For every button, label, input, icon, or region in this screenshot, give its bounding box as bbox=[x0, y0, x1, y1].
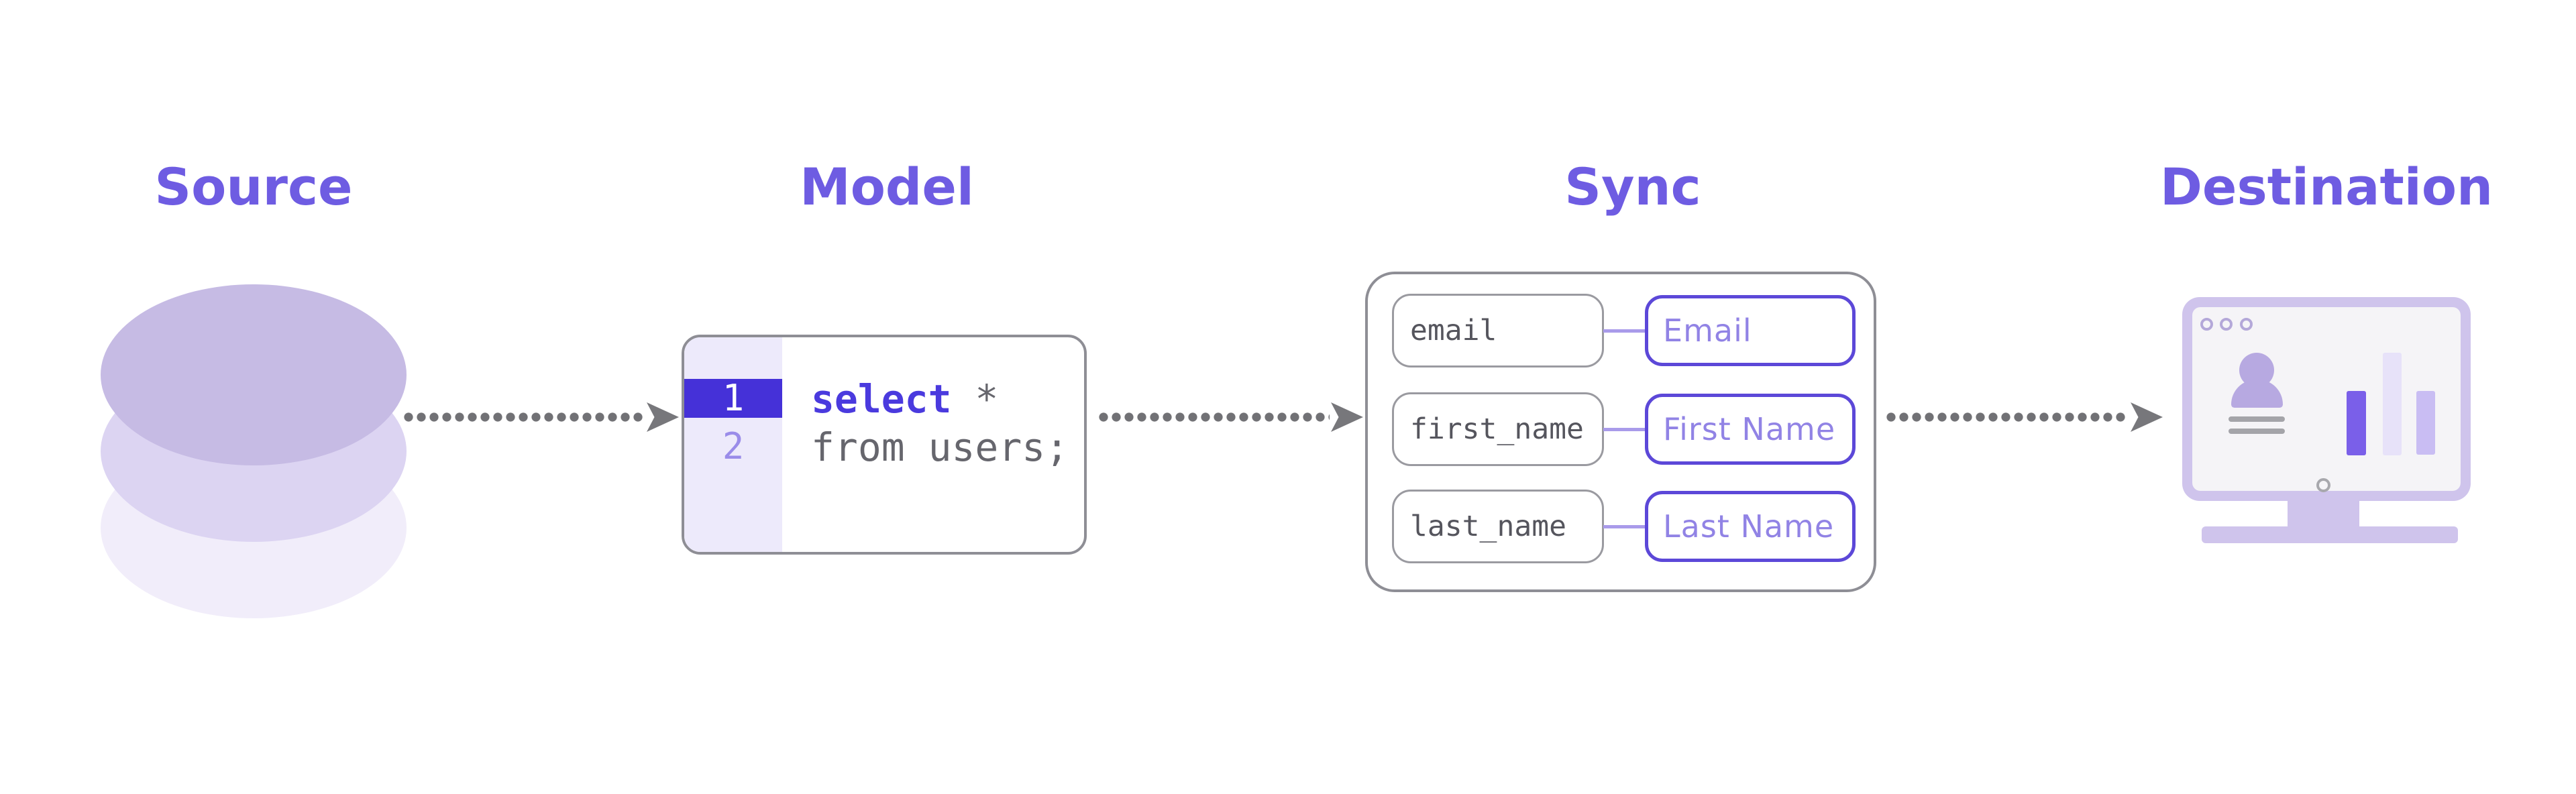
arrowhead-icon bbox=[1331, 402, 1363, 432]
dotted-connector-model-to-sync bbox=[1099, 412, 1330, 422]
model-code-box: 1 2 select *from users; bbox=[682, 335, 1087, 555]
model-heading: Model bbox=[800, 157, 974, 217]
destination-field-pill: First Name bbox=[1645, 394, 1856, 465]
destination-field-pill: Last Name bbox=[1645, 491, 1856, 562]
person-icon-body bbox=[2231, 380, 2283, 408]
sync-mapping-box: email Email first_name First Name last_n… bbox=[1365, 272, 1876, 592]
arrowhead-icon bbox=[2131, 402, 2163, 432]
window-dot-icon bbox=[2240, 318, 2253, 331]
line-number-1: 1 bbox=[722, 377, 745, 419]
mapping-connector-line bbox=[1603, 428, 1646, 431]
window-dot-icon bbox=[2200, 318, 2213, 331]
monitor-icon bbox=[2182, 297, 2471, 501]
active-line-highlight bbox=[684, 379, 782, 418]
monitor-base bbox=[2202, 526, 2458, 543]
database-disk-top bbox=[101, 284, 407, 465]
mapping-connector-line bbox=[1603, 329, 1646, 333]
window-dot-icon bbox=[2220, 318, 2233, 331]
destination-field-pill: Email bbox=[1645, 295, 1856, 366]
database-icon bbox=[101, 284, 407, 620]
dotted-connector-source-to-model bbox=[404, 412, 643, 422]
arrowhead-icon bbox=[647, 402, 679, 432]
sql-code: select *from users; bbox=[811, 375, 1069, 471]
mapping-connector-line bbox=[1603, 525, 1646, 528]
text-placeholder-line bbox=[2229, 416, 2285, 422]
source-field-pill: email bbox=[1392, 294, 1604, 367]
monitor-stand bbox=[2288, 501, 2359, 527]
mapping-row-first-name: first_name First Name bbox=[1392, 392, 1856, 466]
sync-heading: Sync bbox=[1564, 157, 1701, 217]
source-field-pill: first_name bbox=[1392, 392, 1604, 466]
bar-chart-icon-bar bbox=[2347, 391, 2366, 455]
sql-line-2: from users; bbox=[811, 424, 1069, 470]
text-placeholder-line bbox=[2229, 429, 2285, 434]
destination-heading: Destination bbox=[2159, 157, 2493, 217]
source-field-pill: last_name bbox=[1392, 490, 1604, 563]
mapping-row-last-name: last_name Last Name bbox=[1392, 490, 1856, 563]
sql-line-1: select * bbox=[811, 375, 1069, 423]
bar-chart-icon-bar bbox=[2416, 391, 2435, 455]
line-number-gutter bbox=[684, 337, 782, 552]
source-heading: Source bbox=[154, 157, 353, 217]
sql-keyword: select bbox=[811, 376, 952, 422]
bar-chart-icon-bar bbox=[2383, 353, 2402, 455]
line-number-2: 2 bbox=[722, 425, 745, 467]
monitor-screen bbox=[2192, 307, 2461, 491]
dotted-connector-sync-to-destination bbox=[1886, 412, 2125, 422]
sql-line-1-rest: * bbox=[951, 376, 999, 422]
power-dot-icon bbox=[2316, 478, 2330, 492]
mapping-row-email: email Email bbox=[1392, 294, 1856, 367]
